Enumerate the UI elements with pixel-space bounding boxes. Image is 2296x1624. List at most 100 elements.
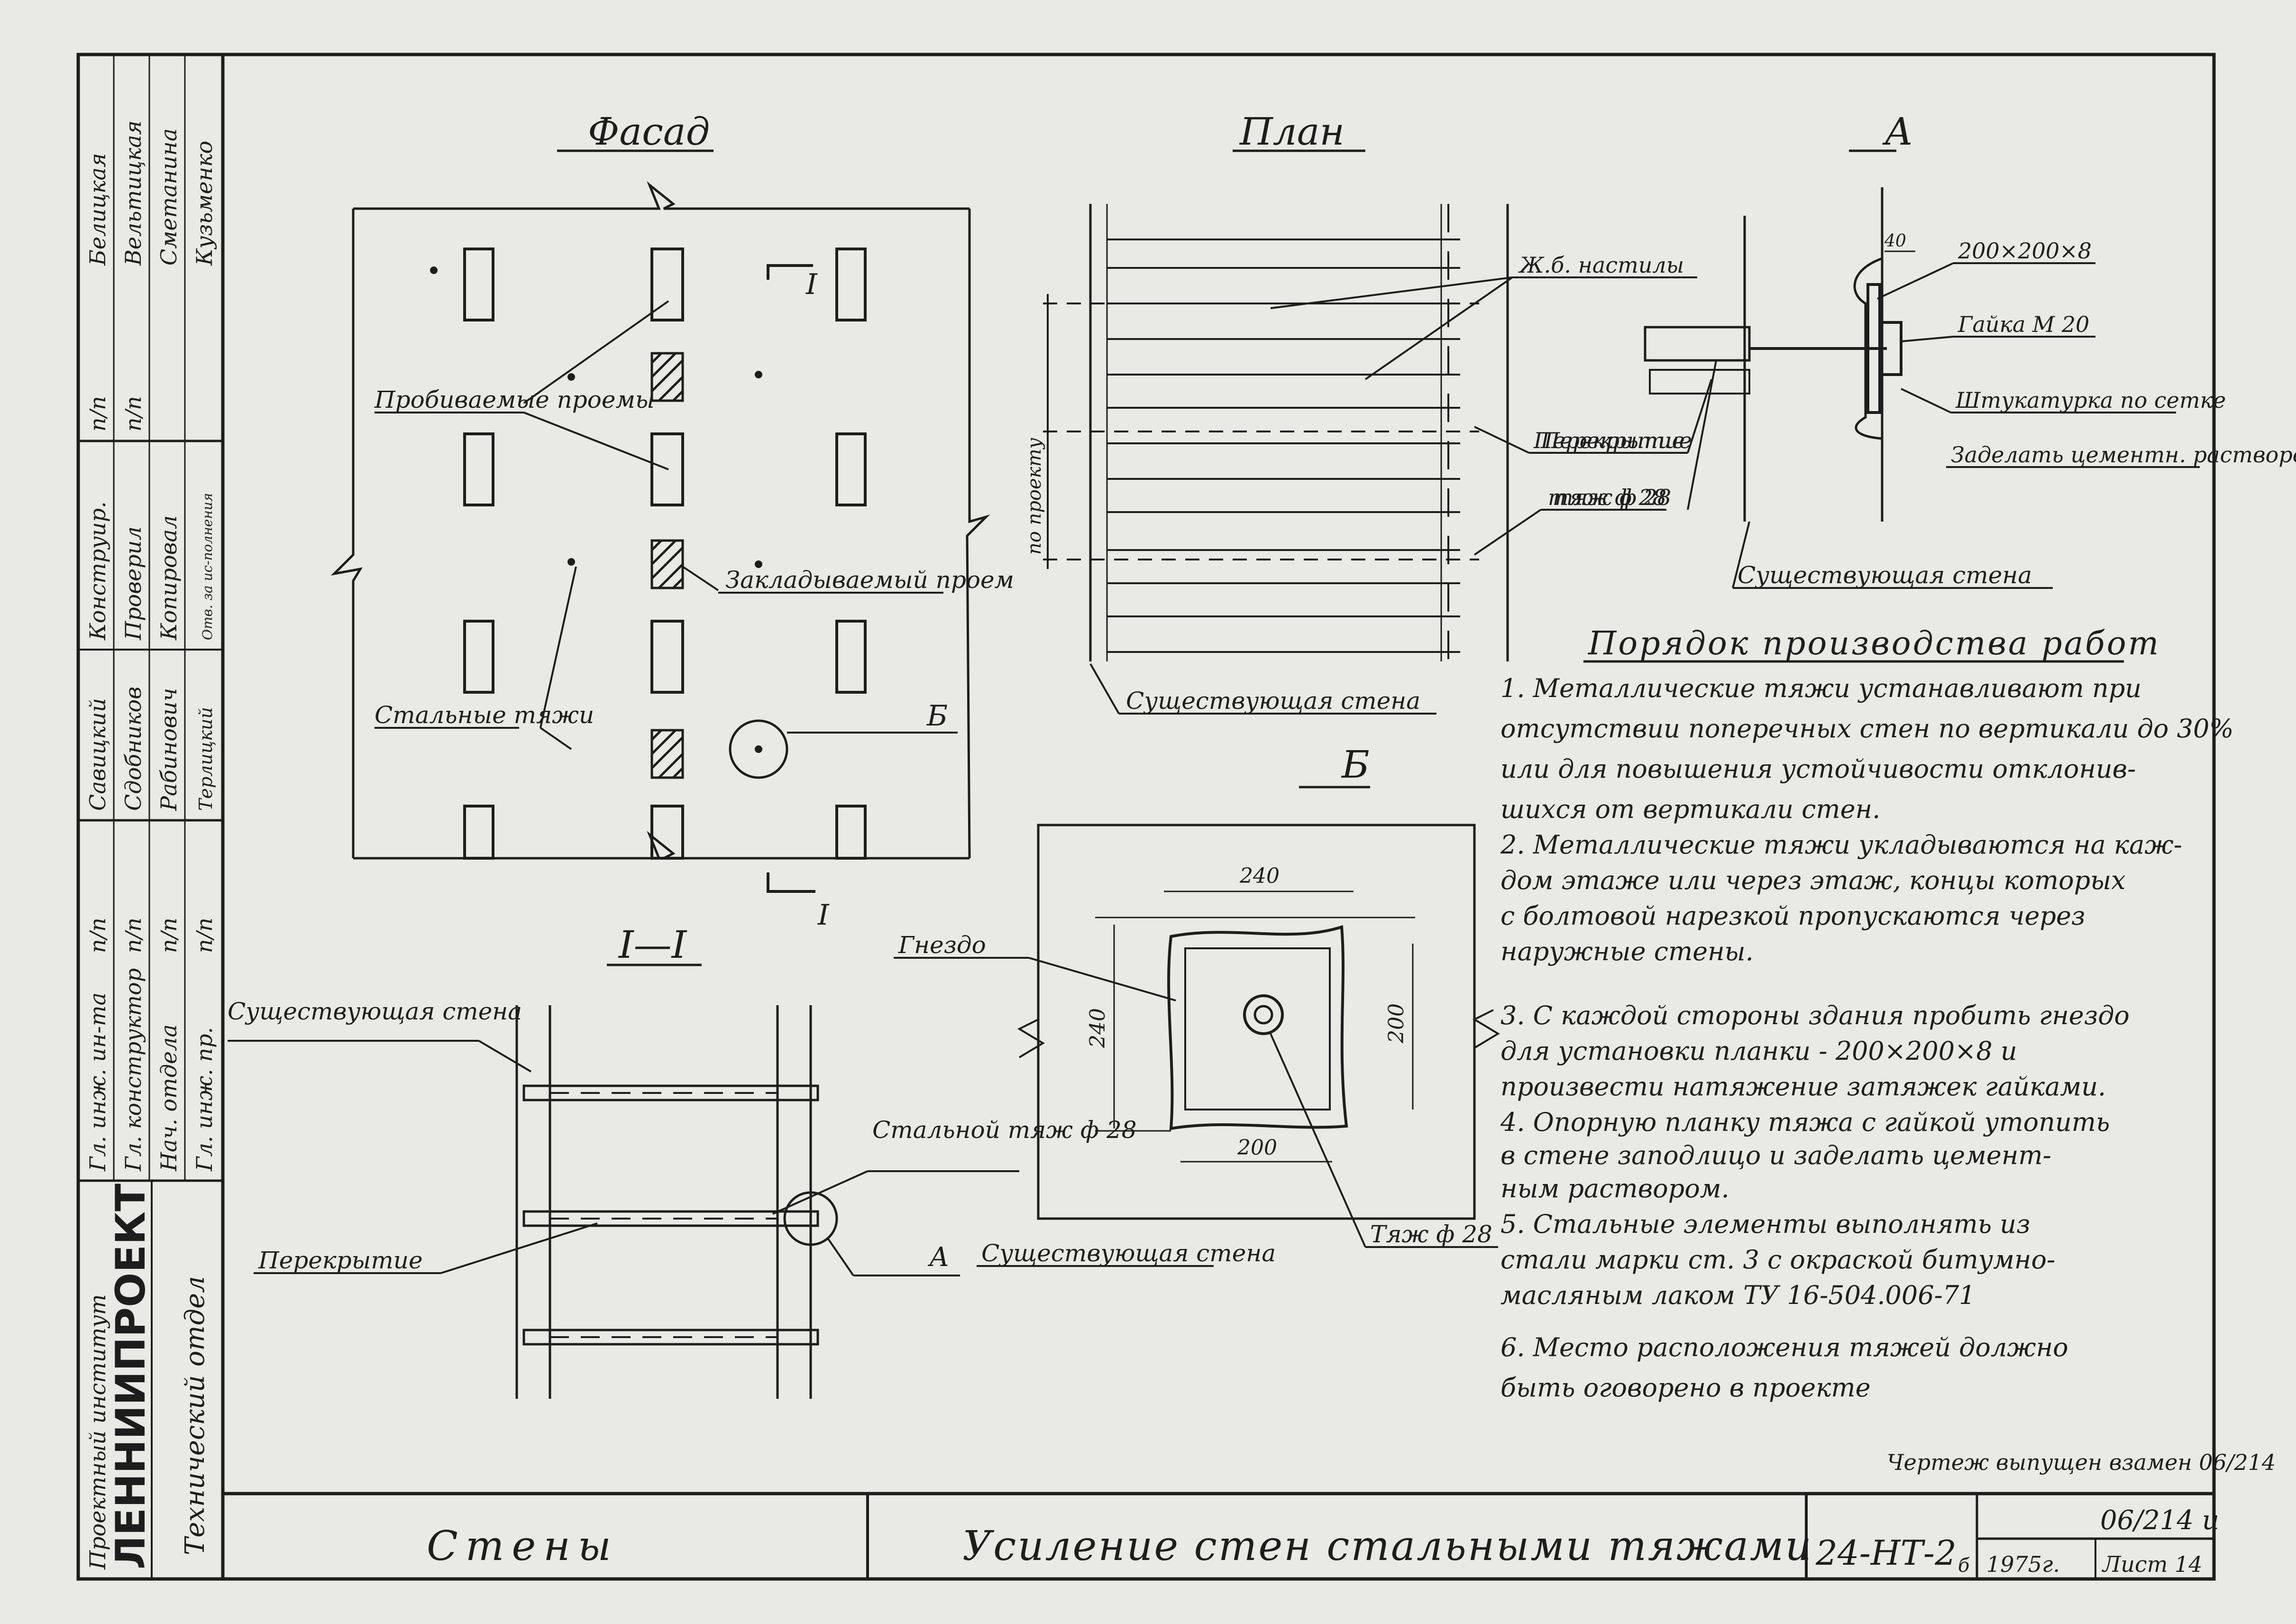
sidebar-role-2: Гл. конструктор (120, 968, 146, 1172)
dim-240-side: 240 (1086, 1008, 1110, 1048)
section-mark-top: I (805, 268, 818, 301)
section-steel-tie-label: Стальной тяж ф 28 (872, 1116, 1137, 1144)
anchor-dot (755, 371, 762, 378)
procedure-line: отсутствии поперечных стен по вертикали … (1500, 714, 2234, 743)
sidebar-role-b-3: Копировал (156, 515, 182, 641)
detail-b-title: Б (1341, 743, 1370, 787)
section-floor-label: Перекрытие (258, 1247, 423, 1274)
procedure-line: шихся от вертикали стен. (1500, 794, 1880, 824)
procedure-line: 4. Опорную планку тяжа с гайкой утопить (1500, 1107, 2110, 1137)
sidebar-institute: Проектный институт (85, 1294, 110, 1570)
procedure-line: 5. Стальные элементы выполнять из (1500, 1209, 2031, 1239)
section-wall-right-label: Существующая стена (981, 1239, 1276, 1267)
rc-slabs-label: Ж.б. настилы (1518, 252, 1684, 278)
filled-openings (650, 352, 684, 779)
anchor-dot (567, 373, 575, 381)
detail-a-wall-label: Существующая стена (1738, 561, 2032, 589)
sidebar-np-4: п/п (192, 918, 217, 953)
sidebar-np-1: п/п (85, 918, 110, 953)
grout-label: Заделать цементн. раствором (1951, 442, 2296, 468)
sidebar-np-b-1: п/п (85, 396, 110, 431)
detail-a-callout (783, 1191, 838, 1246)
dim-240-top: 240 (1239, 864, 1280, 888)
procedure-line: или для повышения устойчивости отклонив- (1500, 754, 2136, 784)
stamp-sidebar: Гл. инж. ин-та Гл. конструктор Нач. отде… (78, 55, 223, 1579)
detail-a-tie-label: тяж ф 28 (1553, 485, 1671, 510)
nut-label: Гайка М 20 (1958, 312, 2089, 337)
socket-label: Гнездо (898, 931, 986, 959)
detail-b-view: Б 240 240 200 200 Гнездо Тяж ф 28 (894, 743, 1498, 1248)
dim-200-side: 200 (1384, 1003, 1409, 1044)
procedure-notes: Порядок производства работ 1. Металличес… (1472, 625, 2276, 1475)
sheet-number: Лист 14 (2102, 1551, 2203, 1577)
section-title: I—I (618, 923, 687, 967)
issued-note: Чертеж выпущен взамен 06/214 (1887, 1450, 2276, 1475)
section-name: Стены (427, 1523, 619, 1570)
procedure-line: 6. Место расположения тяжей должно (1500, 1332, 2068, 1362)
slab-lines (1107, 239, 1460, 653)
section-view: I—I Существующая стена Стальной тяж ф 28… (228, 923, 1276, 1399)
procedure-line: 1. Металлические тяжи устанавливают при (1500, 673, 2141, 703)
plan-floor-label: Перекрытие (1533, 428, 1685, 453)
filled-opening-label: Закладываемый проем (725, 566, 1014, 594)
procedure-line: ным раствором. (1500, 1174, 1729, 1203)
frame (76, 53, 2216, 1581)
plan-tie-label: тяж ф 28 (1548, 485, 1666, 510)
procedure-line: 3. С каждой стороны здания пробить гнезд… (1500, 1000, 2130, 1030)
facade-marker-b: Б (926, 699, 948, 733)
facade-title: Фасад (588, 110, 710, 154)
sidebar-name-a-1: Савицкий (85, 698, 110, 811)
nut-symbol (1243, 994, 1284, 1035)
detail-a-view: А 40 200×200×8 Гайка М 20 Штукатурка по … (1540, 110, 2296, 589)
procedure-line: быть оговорено в проекте (1500, 1373, 1871, 1403)
sidebar-role-b-4: Отв. за ис-полнения (200, 493, 215, 640)
detail-a-floor-label: Перекрытие (1540, 428, 1692, 453)
anchor-dot (430, 266, 438, 274)
procedure-line: наружные стены. (1500, 936, 1754, 966)
sidebar-name-b-2: Вельтицкая (120, 120, 146, 266)
sidebar-name-a-4: Терлицкий (195, 707, 216, 811)
sidebar-name-b-4: Кузьменко (192, 141, 217, 266)
album-number: 06/214 и (2100, 1505, 2219, 1536)
procedure-line: 2. Металлические тяжи укладываются на ка… (1500, 830, 2182, 860)
facade-view: Фасад Пробив (330, 110, 1014, 932)
section-marker-a: А (927, 1242, 949, 1273)
sidebar-name-a-2: Сдобников (120, 687, 146, 811)
detail-b-tie-label: Тяж ф 28 (1370, 1220, 1492, 1248)
sidebar-np-b-2: п/п (120, 396, 146, 431)
plaster-label: Штукатурка по сетке (1955, 387, 2226, 413)
anchor-dot (567, 558, 575, 566)
plan-existing-wall-label: Существующая стена (1126, 687, 1420, 715)
year: 1975г. (1986, 1551, 2060, 1577)
sidebar-np-2: п/п (120, 918, 146, 953)
sidebar-org: ЛЕННИИПРОЕКТ (107, 1184, 155, 1569)
plan-view: План по проекту Ж.б. настилы (1024, 110, 1697, 715)
procedure-line: для установки планки - 200×200×8 и (1500, 1036, 2017, 1066)
title-block: Стены Усиление стен стальными тяжами 24-… (427, 1494, 2219, 1579)
sidebar-name-b-1: Белицкая (85, 153, 110, 266)
sidebar-role-4: Гл. инж. пр. (192, 1027, 217, 1172)
punched-openings-label: Пробиваемые проемы (374, 386, 655, 413)
detail-b-callout (729, 719, 788, 779)
procedure-line: стали марки ст. 3 с окраской битумно- (1500, 1245, 2055, 1275)
sidebar-role-b-2: Проверил (120, 526, 146, 641)
sidebar-role-1: Гл. инж. ин-та (85, 992, 110, 1172)
sidebar-name-a-3: Рабинович (156, 688, 182, 811)
steel-ties-label: Стальные тяжи (375, 701, 594, 729)
sidebar-np-3: п/п (156, 918, 182, 953)
section-wall-left-label: Существующая стена (228, 998, 522, 1025)
procedure-line: с болтовой нарезкой пропускаются через (1500, 901, 2085, 931)
sidebar-department: Технический отдел (180, 1276, 210, 1555)
section-mark-bottom: I (817, 899, 830, 932)
window-openings (463, 248, 867, 860)
drawing-code: 24-НТ-2 (1815, 1533, 1957, 1573)
anchor-dot (755, 560, 762, 568)
plate-label: 200×200×8 (1958, 238, 2092, 264)
detail-a-dim: 40 (1884, 231, 1906, 251)
section-floors (522, 1084, 819, 1346)
sidebar-role-b-1: Конструир. (85, 501, 110, 641)
detail-a-title: А (1882, 110, 1913, 154)
sidebar-role-3: Нач. отдела (156, 1024, 182, 1172)
sidebar-name-b-3: Сметанина (156, 128, 182, 266)
